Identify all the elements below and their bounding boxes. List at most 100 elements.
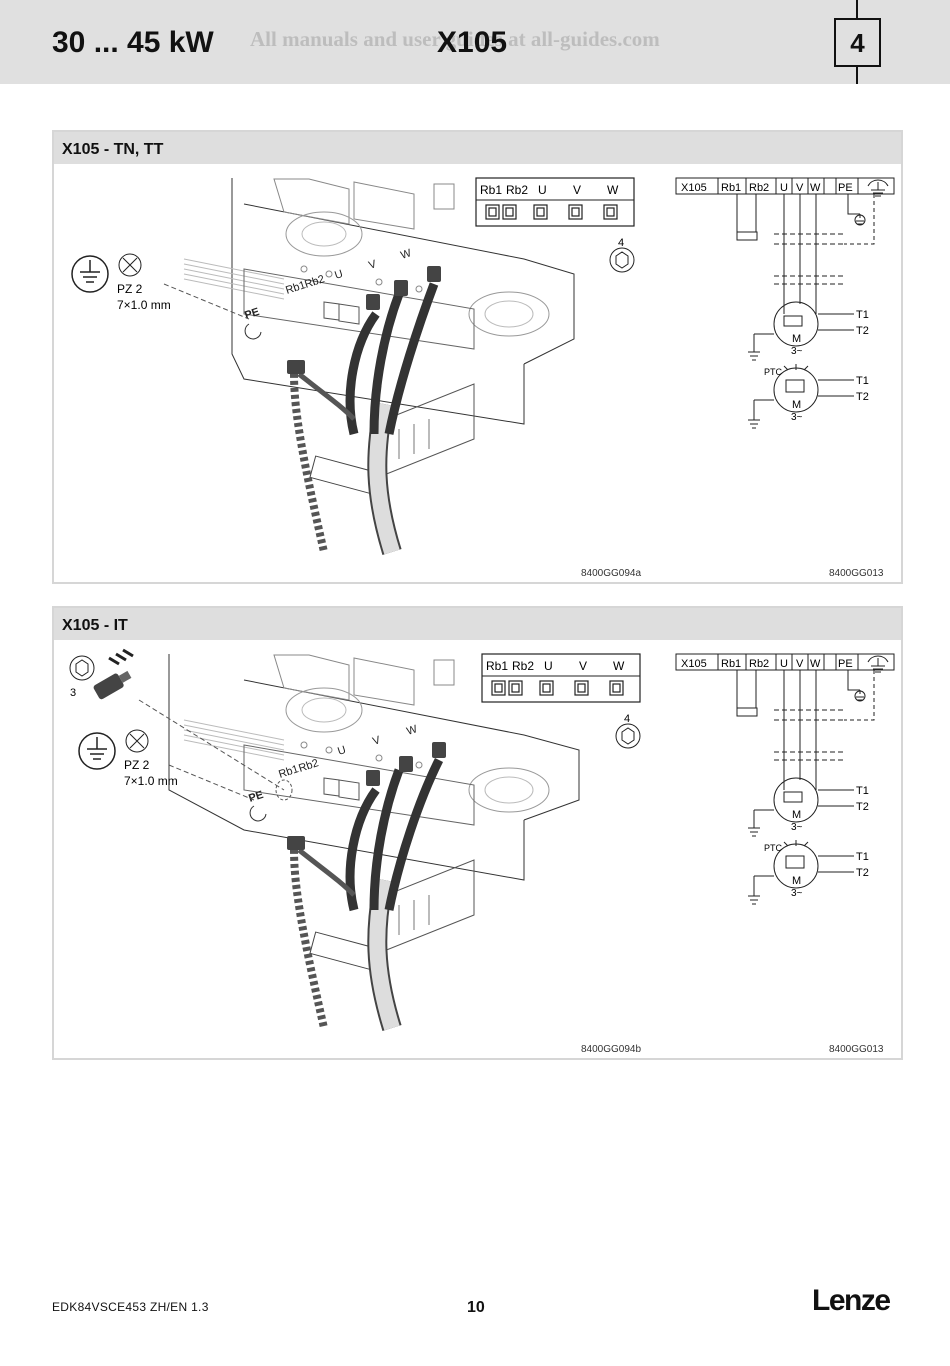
ground-icon	[78, 732, 116, 770]
device-label-v: V	[367, 258, 378, 272]
screw-hex-size: 3	[70, 687, 76, 699]
figure-code: 8400GG094a	[581, 568, 641, 579]
strip-label-v: V	[573, 183, 581, 197]
chapter-line-bottom	[856, 66, 858, 84]
strip-label-rb2: Rb2	[512, 659, 534, 673]
ptc-motor-phase: 3~	[791, 888, 803, 899]
earth-icon	[867, 179, 889, 197]
device-label-rb1: Rb1	[284, 279, 307, 297]
schem-term-rb2: Rb2	[749, 658, 769, 670]
brake-resistor	[736, 707, 758, 717]
motor-label: M	[792, 809, 801, 821]
device-label-rb2: Rb2	[303, 273, 326, 291]
strip-label-w: W	[607, 183, 619, 197]
strip-label-u: U	[544, 659, 553, 673]
ptc-motor-phase: 3~	[791, 412, 803, 423]
hex-tool-size: 4	[618, 237, 624, 249]
schem-term-pe: PE	[838, 658, 853, 670]
t2-label: T2	[856, 325, 869, 337]
torque-label: 7×1.0 mm	[117, 298, 171, 312]
watermark: All manuals and user guides at all-guide…	[250, 27, 660, 51]
schem-term-u: U	[780, 658, 788, 670]
cable-lugs	[287, 742, 446, 850]
phillips-icon	[125, 729, 149, 753]
ptc-t1-label: T1	[856, 375, 869, 387]
brake-resistor	[736, 231, 758, 241]
device-label-u: U	[333, 268, 344, 282]
motor-cable	[290, 282, 439, 555]
strip-label-rb1: Rb1	[480, 183, 502, 197]
motor-label: M	[792, 333, 801, 345]
hex-socket-icon	[69, 655, 95, 681]
ptc-motor-label: M	[792, 875, 801, 887]
fan-bottom	[468, 767, 550, 813]
schem-term-v: V	[796, 182, 804, 194]
panel-title: X105 - IT	[54, 608, 901, 640]
schem-term-w: W	[810, 658, 821, 670]
pe-rotate-arrow	[249, 805, 267, 822]
strip-label-rb2: Rb2	[506, 183, 528, 197]
motor-cable	[290, 757, 444, 1031]
strip-label-rb1: Rb1	[486, 659, 508, 673]
document-id: EDK84VSCE453 ZH/EN 1.3	[52, 1300, 209, 1314]
shield-lines	[774, 233, 844, 245]
fan-bottom	[468, 291, 550, 337]
power-range: 30 ... 45 kW	[52, 26, 214, 59]
lenze-logo: Lenze	[812, 1284, 891, 1317]
motor-symbol	[773, 301, 819, 347]
wiring-figure: Rb1 Rb2 U V W PE PZ 2 7×1.0 mm Rb1 Rb2 U…	[71, 177, 895, 579]
page-header: 30 ... 45 kW All manuals and user guides…	[0, 0, 950, 84]
motor-phase: 3~	[791, 822, 803, 833]
ground-tool-label: PZ 2	[124, 758, 150, 772]
ground-icon	[71, 255, 109, 293]
device-label-rb2: Rb2	[297, 757, 320, 775]
device-outline	[168, 654, 525, 881]
ptc-label: PTC	[764, 367, 783, 377]
strip-label-u: U	[538, 183, 547, 197]
wiring-figure: Rb1 Rb2 U V W PE 3 PZ 2 7×1.0 mm	[69, 648, 895, 1055]
phillips-icon	[118, 253, 142, 277]
earth-icon	[867, 655, 889, 673]
fan-top	[285, 687, 363, 733]
chapter-box: 4	[834, 18, 881, 67]
motor-symbol	[773, 777, 819, 823]
figure-code: 8400GG094b	[581, 1044, 641, 1055]
terminal-strip-legend: Rb1 Rb2 U V W	[475, 177, 635, 227]
pe-label: PE	[243, 306, 261, 322]
device-label-v: V	[371, 734, 382, 748]
ptc-t1-label: T1	[856, 851, 869, 863]
t1-label: T1	[856, 785, 869, 797]
schematic-figure-code: 8400GG013	[829, 1044, 884, 1055]
schem-term-w: W	[810, 182, 821, 194]
schem-term-pe: PE	[838, 182, 853, 194]
device-label-w: W	[399, 247, 413, 262]
device-side	[243, 203, 575, 365]
schem-term-v: V	[796, 658, 804, 670]
ptc-t2-label: T2	[856, 867, 869, 879]
schem-term-x105: X105	[681, 658, 707, 670]
panel-it: X105 - IT	[52, 606, 903, 1060]
ground-tool-callout: PZ 2 7×1.0 mm	[71, 253, 250, 320]
schem-term-u: U	[780, 182, 788, 194]
device-label-rb1: Rb1	[277, 763, 300, 781]
schematic-diagram: X105 Rb1 Rb2 U V W PE	[675, 177, 895, 579]
schem-term-rb1: Rb1	[721, 658, 741, 670]
panel-title: X105 - TN, TT	[54, 132, 901, 164]
t2-label: T2	[856, 801, 869, 813]
terminal-strip-legend: Rb1 Rb2 U V W	[481, 653, 641, 703]
remove-arrow-icon	[108, 648, 134, 666]
strip-label-v: V	[579, 659, 587, 673]
schem-term-rb1: Rb1	[721, 182, 741, 194]
cable-lugs	[287, 266, 441, 374]
ptc-motor-label: M	[792, 399, 801, 411]
chapter-line-top	[856, 0, 858, 18]
connector-title: X105	[437, 26, 508, 59]
hex-tool-callout: 4	[615, 713, 641, 749]
panel-tn-tt: X105 - TN, TT	[52, 130, 903, 584]
hex-tool-size: 4	[624, 713, 630, 725]
strip-label-w: W	[613, 659, 625, 673]
device-outline	[231, 178, 525, 425]
hex-tool-callout: 4	[609, 237, 635, 273]
it-screw-position	[275, 779, 293, 801]
ptc-label: PTC	[764, 843, 783, 853]
